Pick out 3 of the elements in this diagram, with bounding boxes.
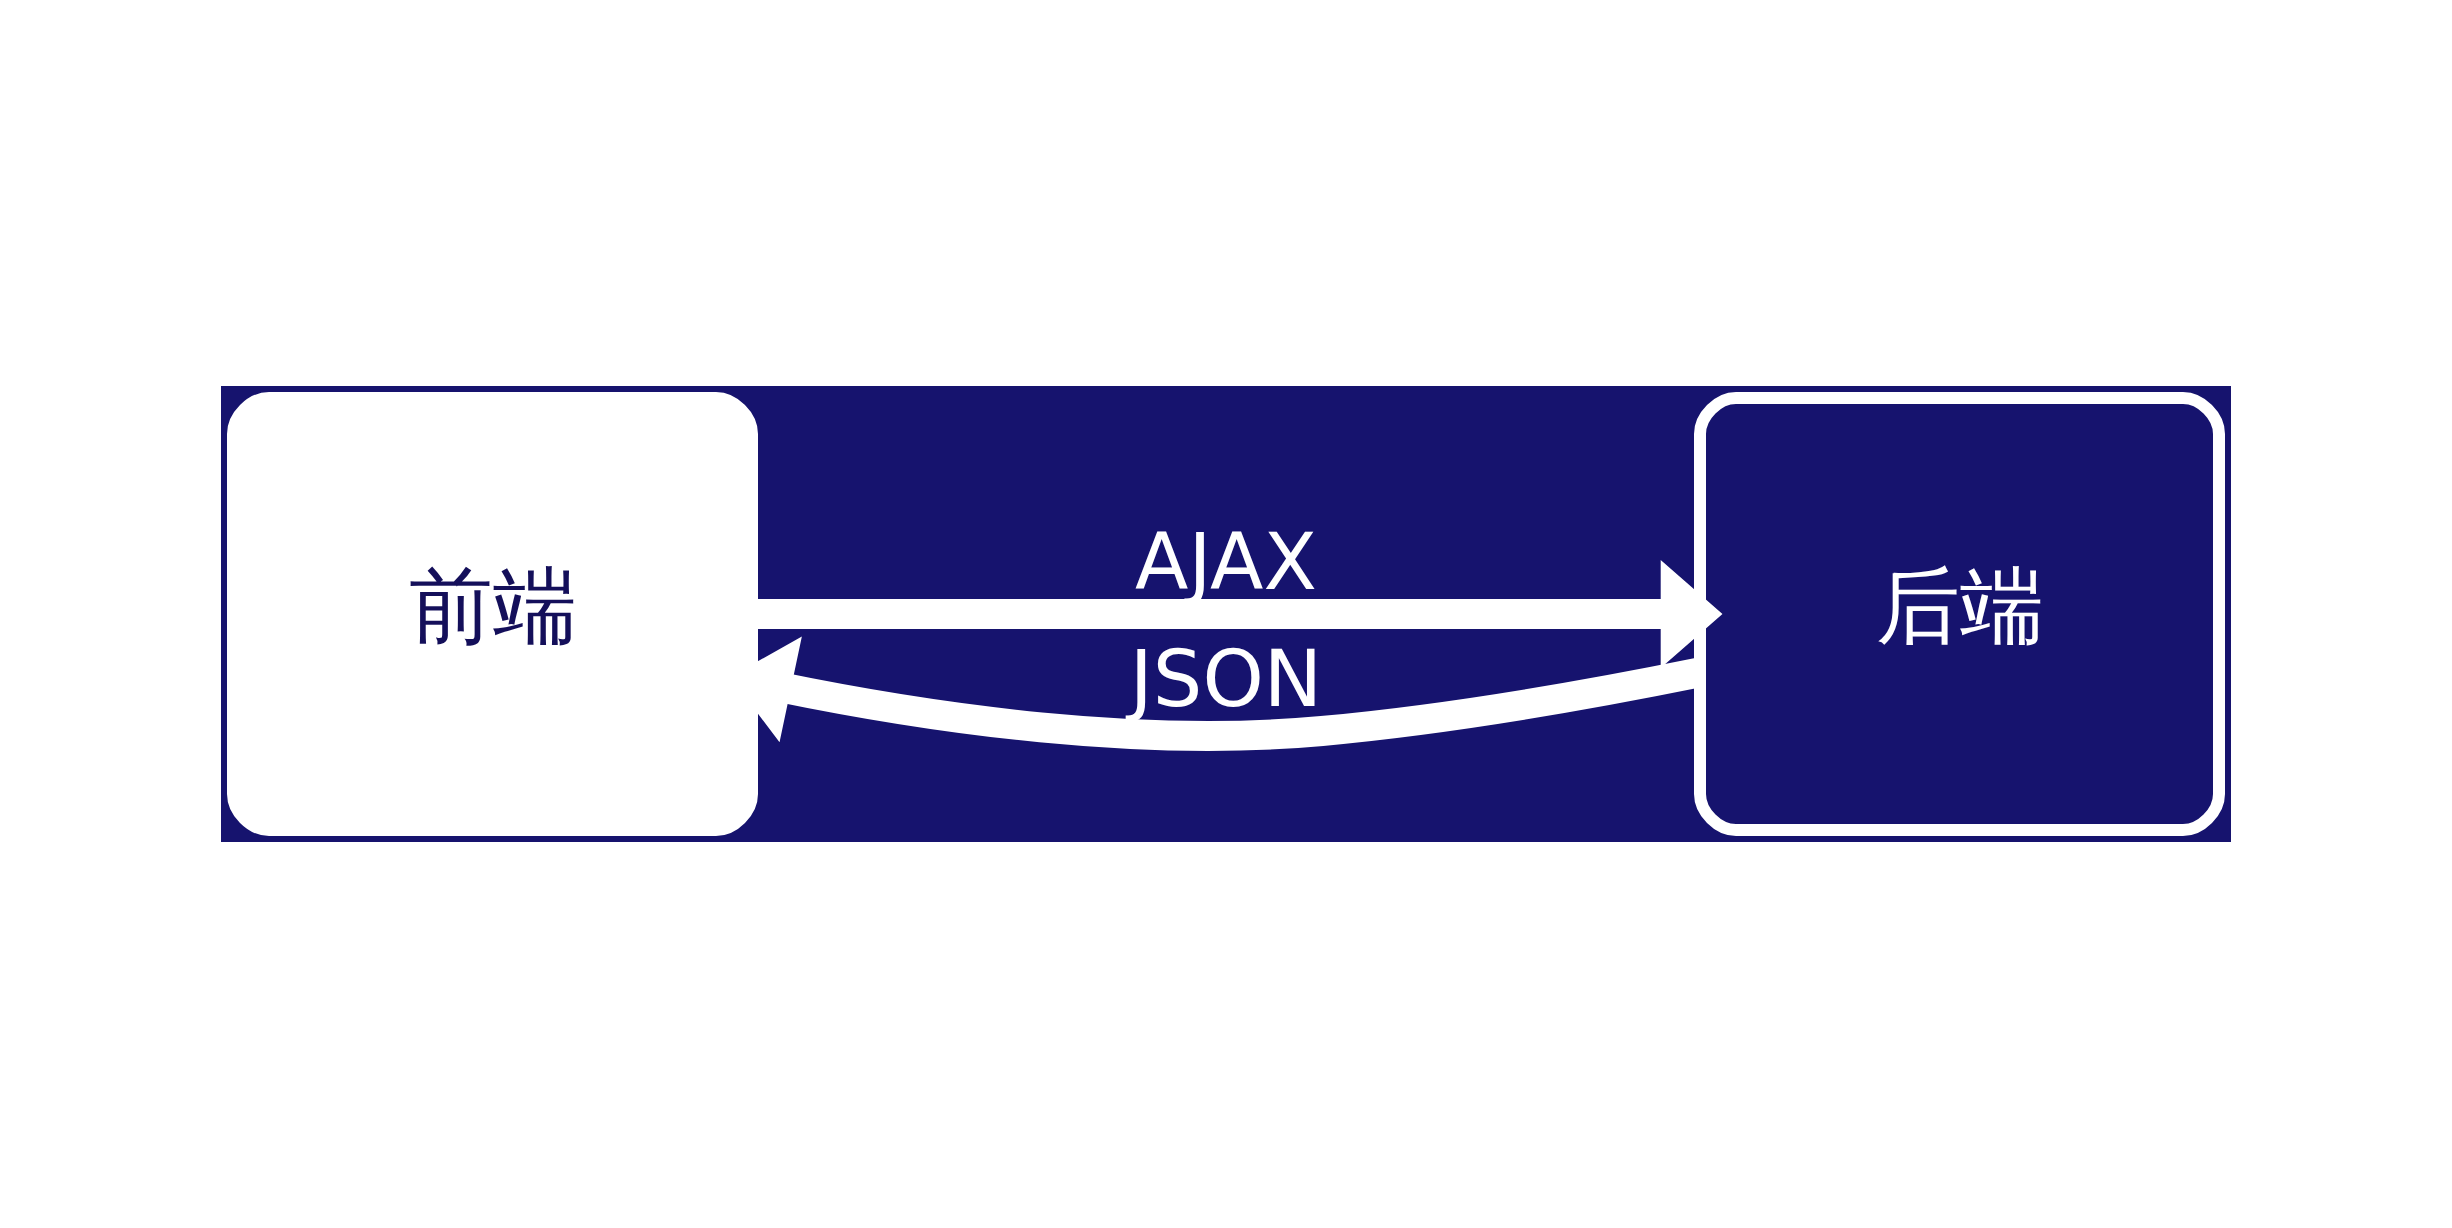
node-box: 前端	[227, 392, 758, 836]
edge-label: AJAX	[1135, 517, 1317, 608]
node-box: 后端	[1694, 392, 2225, 836]
